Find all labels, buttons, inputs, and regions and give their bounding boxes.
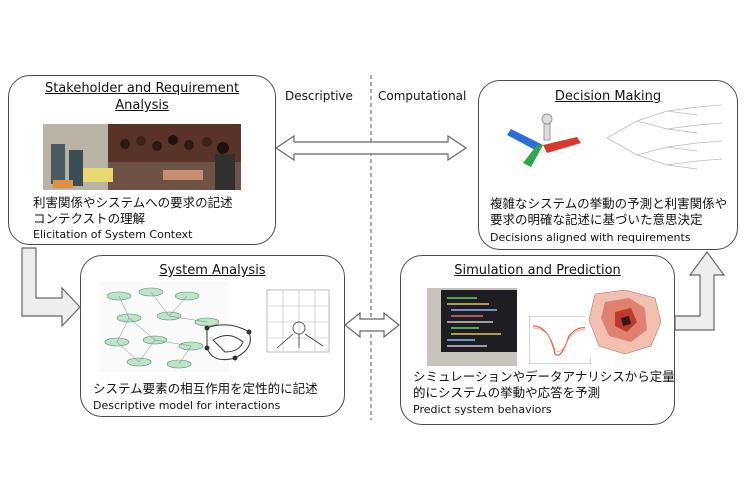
- simulation-title: Simulation and Prediction: [454, 263, 621, 278]
- simulation-en: Predict system behaviors: [413, 403, 552, 416]
- simulation-prediction-box: Simulation and Prediction: [400, 255, 675, 425]
- stakeholder-requirement-box: Stakeholder and Requirement Analysis 利害関…: [8, 75, 276, 245]
- system-loop-diagram: [199, 318, 259, 368]
- system-sketch-figure: [263, 286, 333, 366]
- descriptive-label: Descriptive: [285, 89, 353, 103]
- middle-double-arrow: [344, 311, 400, 339]
- bent-arrow-left: [21, 247, 81, 328]
- simulation-jp-line1: シミュレーションやデータアナリシスから定量: [413, 369, 675, 384]
- stakeholder-jp-line1: 利害関係やシステムへの要求の記述: [33, 195, 233, 210]
- stakeholder-en: Elicitation of System Context: [33, 228, 193, 241]
- decision-arrows-figure: [507, 109, 587, 173]
- system-en: Descriptive model for interactions: [93, 399, 281, 412]
- heat-map-figure: [585, 286, 665, 358]
- code-screen-photo: [427, 288, 517, 366]
- simulation-jp-line2: 的にシステムの挙動や応答を予測: [413, 385, 601, 400]
- stakeholder-title-line1: Stakeholder and Requirement: [44, 81, 240, 96]
- decision-title: Decision Making: [554, 89, 662, 104]
- decision-jp-line1: 複雑なシステムの挙動の予測と利害関係や: [490, 196, 728, 211]
- system-analysis-box: System Analysis: [80, 255, 345, 417]
- decision-jp-line2: 要求の明確な記述に基づいた意思決定: [490, 212, 703, 227]
- stakeholder-title-line2: Analysis: [115, 98, 169, 113]
- workshop-photo: [43, 124, 241, 190]
- system-jp: システム要素の相互作用を定性的に記述: [93, 381, 318, 396]
- bent-arrow-right: [674, 250, 726, 331]
- decision-en: Decisions aligned with requirements: [490, 231, 691, 244]
- decision-making-box: Decision Making 複雑なシステムの挙動の予測と利害関係や 要求の明…: [478, 80, 738, 250]
- prediction-curve-plot: [529, 316, 591, 364]
- system-title: System Analysis: [159, 263, 266, 278]
- decision-tree-figure: [597, 103, 727, 173]
- stakeholder-jp-line2: コンテクストの理解: [33, 211, 146, 226]
- top-double-arrow: [274, 134, 468, 162]
- computational-label: Computational: [378, 89, 467, 103]
